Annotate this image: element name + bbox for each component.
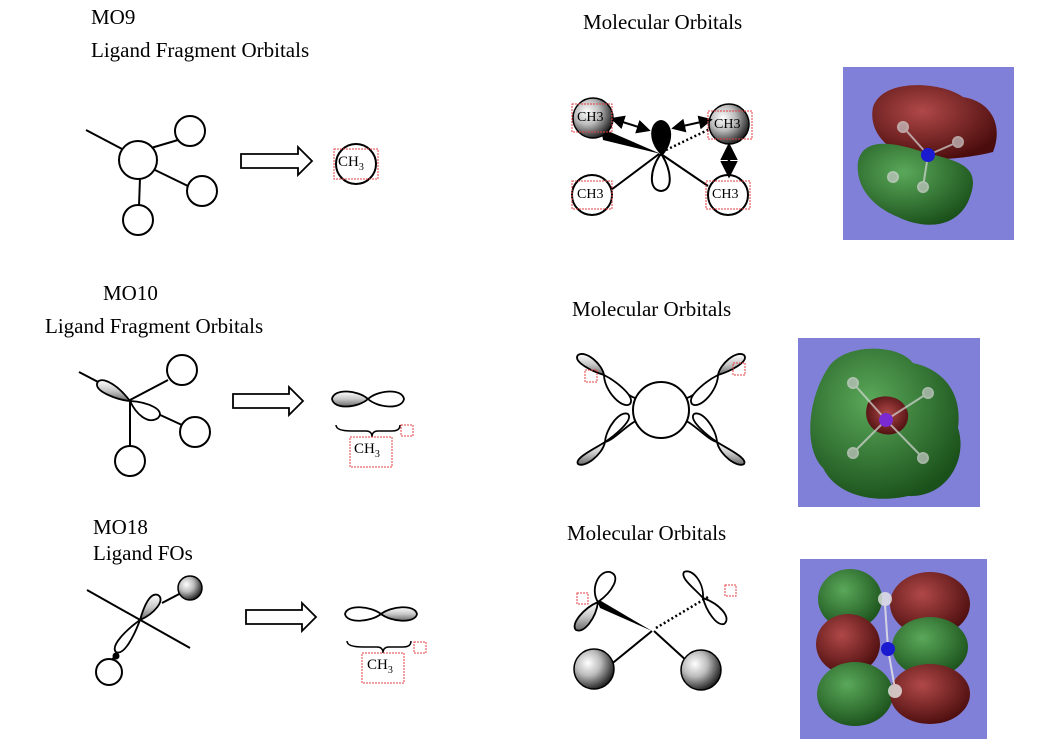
mo18-title: MO18 xyxy=(93,515,148,539)
mo9-subtitle: Ligand Fragment Orbitals xyxy=(91,38,310,62)
mo10-subtitle: Ligand Fragment Orbitals xyxy=(45,314,264,338)
mo18-transform-arrow xyxy=(245,600,318,634)
mo18-molecular-orbitals-title: Molecular Orbitals xyxy=(567,521,727,545)
mo9-orbital-render xyxy=(843,67,1014,240)
mo18-subtitle: Ligand FOs xyxy=(93,541,193,565)
mo10-title: MO10 xyxy=(103,281,158,305)
mo18-mo-diagram xyxy=(573,570,737,691)
mo10-transform-arrow xyxy=(232,384,305,418)
mo9-fragment-diagram xyxy=(85,115,218,236)
mo10-orbital-render xyxy=(798,338,980,507)
mo9-mo-label-top-left: CH3 xyxy=(577,110,604,125)
mo18-orbital-render xyxy=(800,559,987,739)
mo9-title: MO9 xyxy=(91,5,136,29)
mo10-mo-diagram xyxy=(576,353,746,466)
mo9-mo-label-top-right: CH3 xyxy=(714,117,741,132)
mo18-ch3-fragment xyxy=(344,606,427,684)
mo9-transform-arrow xyxy=(240,144,314,178)
mo9-fragment-label: CH3 xyxy=(338,154,364,173)
mo10-fragment-label: CH3 xyxy=(354,441,380,460)
mo9-mo-label-bottom-right: CH3 xyxy=(712,187,739,202)
mo10-fragment-diagram xyxy=(78,354,211,477)
mo10-molecular-orbitals-title: Molecular Orbitals xyxy=(572,297,732,321)
mo9-mo-label-bottom-left: CH3 xyxy=(577,187,604,202)
mo18-fragment-label: CH3 xyxy=(367,657,393,676)
mo9-mo-diagram xyxy=(571,97,753,216)
mo10-ch3-fragment xyxy=(331,390,414,468)
mo9-molecular-orbitals-title: Molecular Orbitals xyxy=(583,10,743,34)
mo9-ch3-fragment xyxy=(333,143,379,185)
mo18-fragment-diagram xyxy=(86,575,203,686)
